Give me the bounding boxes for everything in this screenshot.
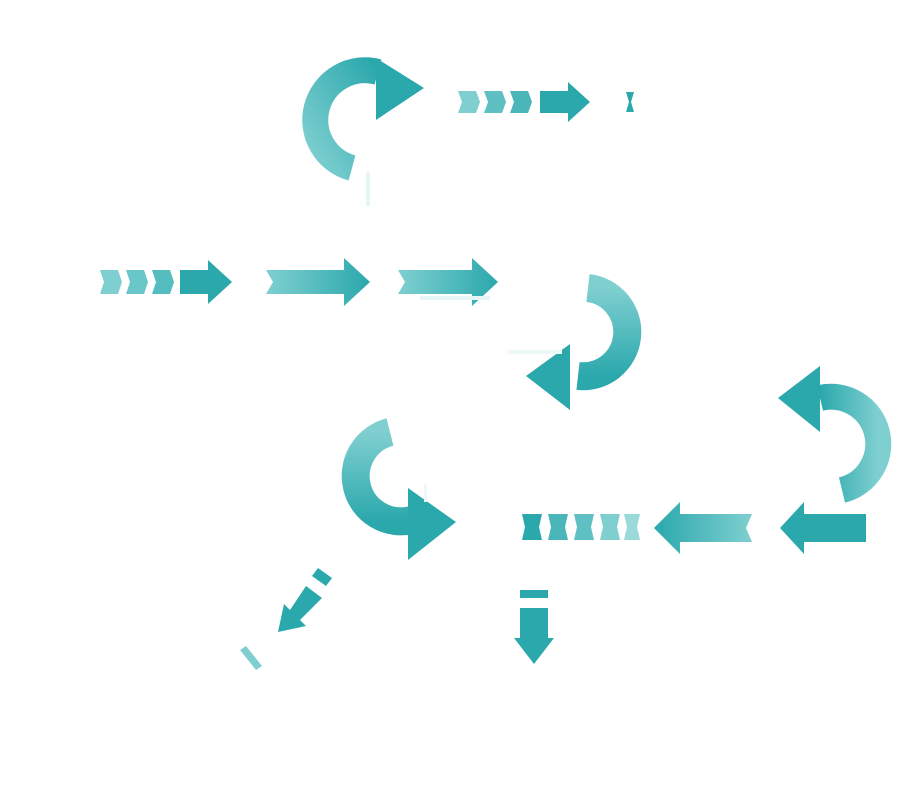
segmented-arrow-left-pointing-icon	[522, 514, 640, 540]
down-arrow-icon	[514, 590, 554, 664]
chevron-arrow-middle-icon	[266, 258, 370, 306]
diagonal-arrow-icon	[240, 568, 332, 670]
chevron-arrow-right-row-icon	[398, 258, 498, 306]
curved-arrow-right-icon	[341, 418, 456, 560]
curved-arrow-top-icon	[302, 57, 424, 206]
chevron-arrow-left-pointing-icon	[654, 502, 752, 554]
curved-arrow-down-left-icon	[508, 274, 642, 410]
short-arrow-left-pointing-icon	[780, 502, 866, 554]
segmented-arrow-top-icon	[458, 82, 634, 122]
curved-arrow-left-top-icon	[778, 366, 892, 503]
segmented-arrow-left-row-icon	[100, 260, 232, 304]
